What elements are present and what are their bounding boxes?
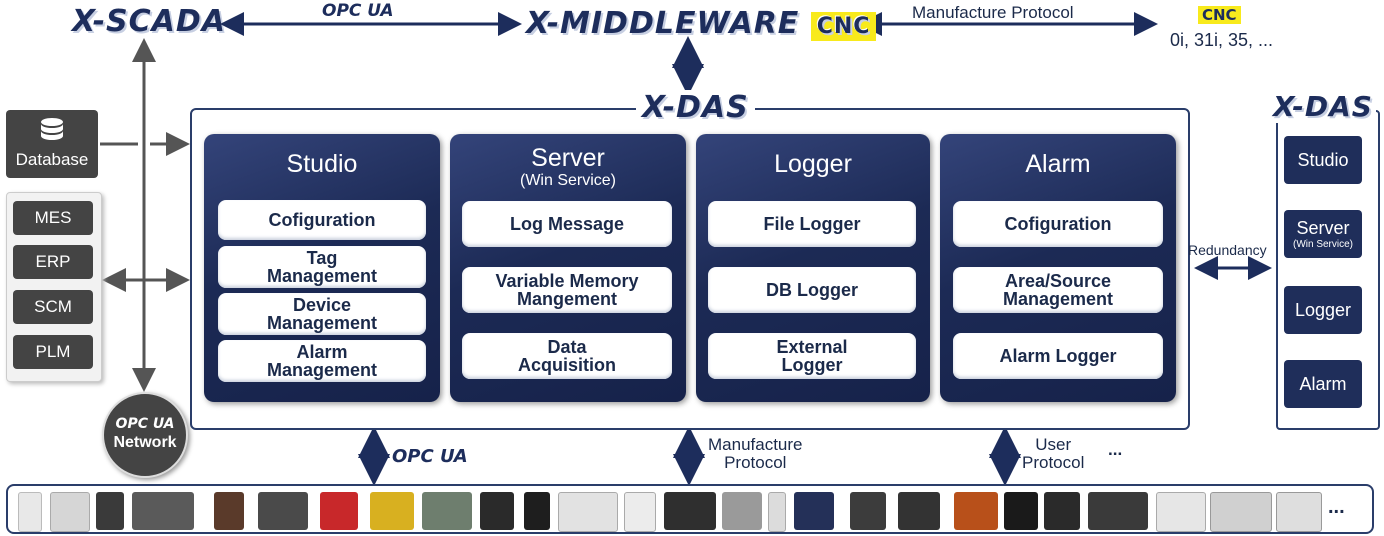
redundant-server: Server (Win Service) bbox=[1284, 210, 1362, 258]
module-server: Server (Win Service) Log Message Variabl… bbox=[450, 134, 686, 402]
server-item-log-message[interactable]: Log Message bbox=[462, 201, 672, 247]
device-image bbox=[558, 492, 618, 532]
device-image bbox=[794, 492, 834, 530]
module-title: Server bbox=[531, 144, 605, 172]
device-image bbox=[954, 492, 998, 530]
enterprise-systems-panel: MES ERP SCM PLM bbox=[6, 192, 102, 382]
device-image bbox=[214, 492, 244, 530]
device-image bbox=[768, 492, 786, 532]
device-image bbox=[258, 492, 308, 530]
database-box: Database bbox=[6, 110, 98, 178]
device-image bbox=[1088, 492, 1148, 530]
device-image bbox=[320, 492, 358, 530]
bottom-ellipsis: ... bbox=[1108, 440, 1123, 459]
cnc-badge: CNC bbox=[1198, 6, 1241, 24]
redundant-item-label: Server bbox=[1296, 218, 1350, 238]
device-image bbox=[1210, 492, 1272, 532]
device-image bbox=[18, 492, 42, 532]
studio-item-alarm-management[interactable]: Alarm Management bbox=[218, 340, 426, 382]
opcua-network-node: OPC UA Network bbox=[102, 392, 188, 478]
server-item-data-acquisition[interactable]: Data Acquisition bbox=[462, 333, 672, 379]
redundant-item-label: Studio bbox=[1297, 149, 1349, 170]
redundant-item-label: Logger bbox=[1294, 299, 1352, 320]
logger-item-db-logger[interactable]: DB Logger bbox=[708, 267, 916, 313]
x-middleware-text: X-MIDDLEWARE bbox=[526, 6, 800, 41]
module-subtitle: (Win Service) bbox=[519, 172, 616, 189]
redundant-item-sublabel: (Win Service) bbox=[1292, 239, 1353, 250]
manufacture-protocol-top-label: Manufacture Protocol bbox=[912, 3, 1074, 22]
redundant-logger: Logger bbox=[1284, 286, 1362, 334]
device-image bbox=[850, 492, 886, 530]
redundant-x-das-title: X-DAS bbox=[1270, 90, 1376, 123]
alarm-item-alarm-logger[interactable]: Alarm Logger bbox=[953, 333, 1163, 379]
device-image bbox=[422, 492, 472, 530]
logger-item-file-logger[interactable]: File Logger bbox=[708, 201, 916, 247]
database-icon bbox=[41, 118, 63, 140]
device-image bbox=[524, 492, 550, 530]
bottom-opcua-label: OPC UA bbox=[392, 446, 468, 467]
device-image bbox=[132, 492, 194, 530]
device-image bbox=[1276, 492, 1322, 532]
bottom-user-protocol-label: User Protocol bbox=[1022, 435, 1085, 472]
middleware-cnc-badge: CNC bbox=[810, 12, 877, 41]
device-image bbox=[370, 492, 414, 530]
database-label: Database bbox=[15, 150, 89, 169]
studio-item-configuration[interactable]: Cofiguration bbox=[218, 200, 426, 240]
device-image bbox=[722, 492, 762, 530]
redundant-alarm: Alarm bbox=[1284, 360, 1362, 408]
studio-item-tag-management[interactable]: Tag Management bbox=[218, 246, 426, 288]
system-scm: SCM bbox=[13, 290, 93, 324]
cnc-models-label: 0i, 31i, 35, ... bbox=[1170, 30, 1274, 50]
top-opcua-label: OPC UA bbox=[322, 1, 394, 21]
redundant-item-label: Alarm bbox=[1299, 373, 1347, 394]
devices-more-ellipsis: ... bbox=[1328, 496, 1345, 518]
alarm-item-area-source[interactable]: Area/Source Management bbox=[953, 267, 1163, 313]
system-erp: ERP bbox=[13, 245, 93, 279]
bottom-manufacture-label: Manufacture Protocol bbox=[708, 435, 803, 472]
device-image bbox=[96, 492, 124, 530]
x-middleware-logo: X-MIDDLEWARE CNC bbox=[526, 6, 877, 41]
studio-item-device-management[interactable]: Device Management bbox=[218, 293, 426, 335]
device-image bbox=[1156, 492, 1206, 532]
logger-item-external-logger[interactable]: External Logger bbox=[708, 333, 916, 379]
device-image bbox=[1044, 492, 1080, 530]
device-image bbox=[1004, 492, 1038, 530]
x-das-title: X-DAS bbox=[636, 90, 755, 125]
network-label: Network bbox=[113, 434, 177, 451]
server-item-variable-memory[interactable]: Variable Memory Mangement bbox=[462, 267, 672, 313]
redundant-studio: Studio bbox=[1284, 136, 1362, 184]
x-scada-logo: X-SCADA bbox=[72, 4, 226, 39]
module-title: Studio bbox=[286, 150, 358, 178]
device-image bbox=[664, 492, 716, 530]
module-alarm: Alarm Cofiguration Area/Source Managemen… bbox=[940, 134, 1176, 402]
module-studio: Studio Cofiguration Tag Management Devic… bbox=[204, 134, 440, 402]
system-plm: PLM bbox=[13, 335, 93, 369]
module-title: Alarm bbox=[1025, 150, 1091, 178]
device-image bbox=[898, 492, 940, 530]
module-logger: Logger File Logger DB Logger External Lo… bbox=[696, 134, 930, 402]
redundancy-label: Redundancy bbox=[1188, 242, 1267, 258]
device-image bbox=[480, 492, 514, 530]
device-bar: ... bbox=[6, 484, 1374, 534]
system-mes: MES bbox=[13, 201, 93, 235]
module-title: Logger bbox=[774, 150, 852, 178]
device-image bbox=[50, 492, 90, 532]
network-opcua-label: OPC UA bbox=[115, 416, 175, 432]
device-image bbox=[624, 492, 656, 532]
alarm-item-configuration[interactable]: Cofiguration bbox=[953, 201, 1163, 247]
